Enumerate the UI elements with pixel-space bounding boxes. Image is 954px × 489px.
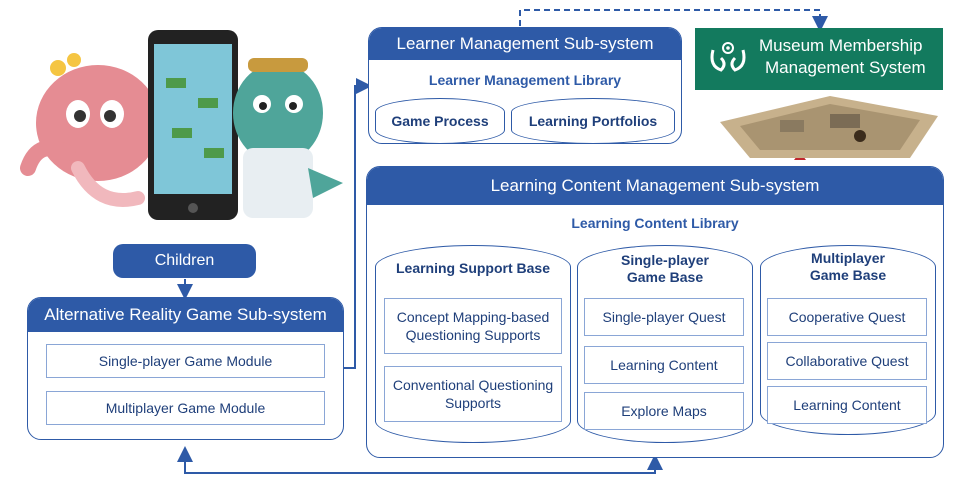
learner-library-title: Learner Management Library: [428, 72, 622, 88]
learning-portfolios-store: Learning Portfolios: [511, 98, 675, 143]
collaborative-quest: Collaborative Quest: [767, 342, 927, 380]
cooperative-quest: Cooperative Quest: [767, 298, 927, 336]
single-player-quest: Single-player Quest: [584, 298, 744, 336]
arg-subsystem-panel: Alternative Reality Game Sub-system Sing…: [27, 297, 344, 440]
multiplayer-module: Multiplayer Game Module: [46, 391, 325, 425]
concept-mapping-supports: Concept Mapping-based Questioning Suppor…: [384, 298, 562, 354]
single-learning-content: Learning Content: [584, 346, 744, 384]
multiplayer-game-base: Multiplayer Game Base Cooperative Quest …: [760, 245, 936, 435]
multi-learning-content: Learning Content: [767, 386, 927, 424]
learner-subsystem-title: Learner Management Sub-system: [369, 28, 681, 60]
conventional-supports: Conventional Questioning Supports: [384, 366, 562, 422]
characters-image: [20, 30, 343, 220]
mascot-illustration: [8, 18, 353, 228]
museum-line1: Museum Membership: [759, 36, 923, 55]
dashed-link: [519, 9, 828, 32]
single-player-game-base: Single-player Game Base Single-player Qu…: [577, 245, 753, 443]
museum-map-image: [710, 92, 942, 160]
content-subsystem-title: Learning Content Management Sub-system: [367, 167, 943, 205]
learner-subsystem-panel: Learner Management Sub-system Learner Ma…: [368, 27, 682, 144]
learning-support-base: Learning Support Base Concept Mapping-ba…: [375, 245, 571, 443]
arg-to-learner-arrow: [344, 78, 372, 369]
game-process-store: Game Process: [375, 98, 505, 143]
children-button: Children: [113, 244, 256, 278]
museum-line2: Management System: [765, 58, 926, 77]
content-library-title: Learning Content Library: [571, 215, 739, 231]
explore-maps: Explore Maps: [584, 392, 744, 430]
arg-subsystem-title: Alternative Reality Game Sub-system: [28, 298, 343, 332]
museum-membership-system: Museum Membership Management System: [695, 28, 943, 90]
content-subsystem-panel: Learning Content Management Sub-system L…: [366, 166, 944, 458]
museum-logo-icon: [705, 36, 751, 82]
single-player-module: Single-player Game Module: [46, 344, 325, 378]
